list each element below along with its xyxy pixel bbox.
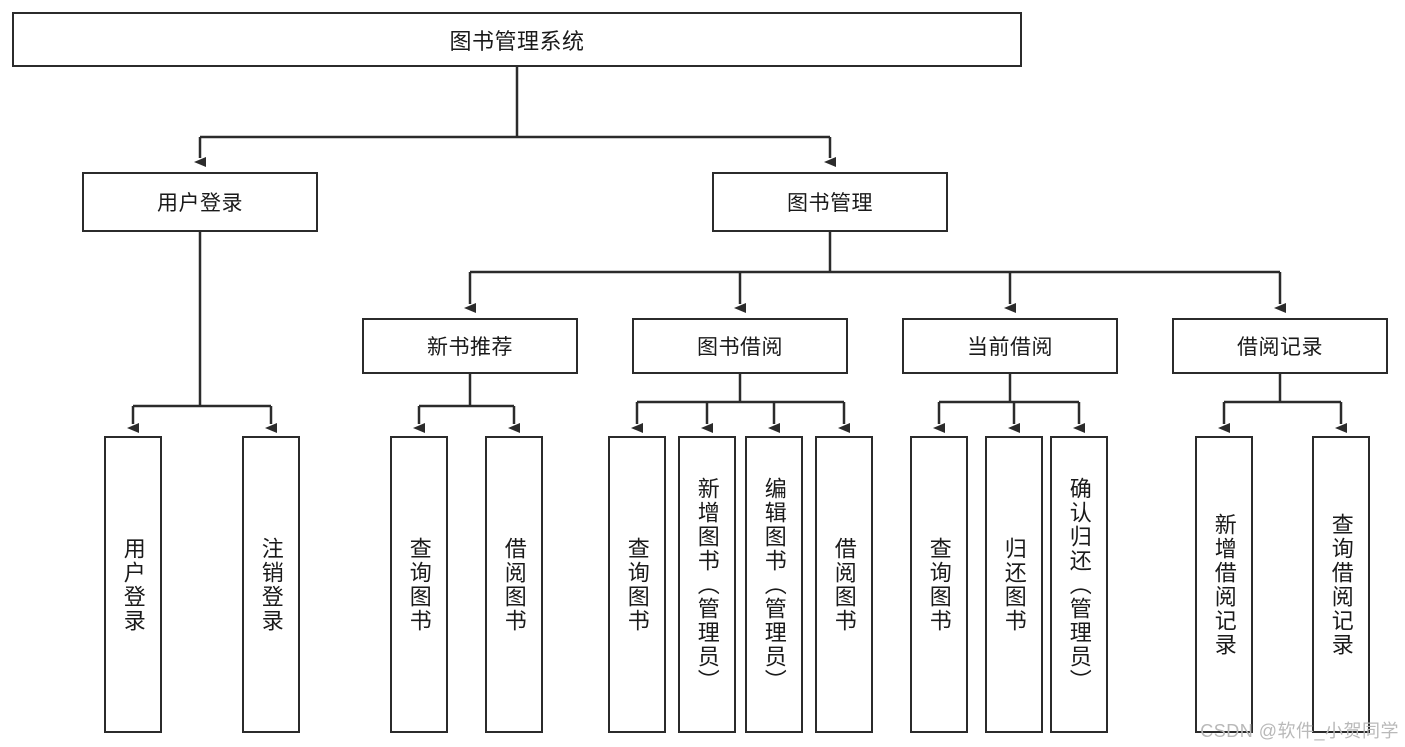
- node-leaf-borrow-book-1[interactable]: 借阅图书: [485, 436, 543, 733]
- node-label: 图书借阅: [697, 336, 783, 359]
- node-user-login[interactable]: 用户登录: [82, 172, 318, 232]
- node-leaf-add-record[interactable]: 新增借阅记录: [1195, 436, 1253, 733]
- node-leaf-user-logout[interactable]: 注销登录: [242, 436, 300, 733]
- node-leaf-confirm-return[interactable]: 确认归还（管理员）: [1050, 436, 1108, 733]
- node-label: 当前借阅: [967, 336, 1053, 359]
- node-borrow-record[interactable]: 借阅记录: [1172, 318, 1388, 374]
- node-label: 查询图书: [926, 536, 952, 633]
- node-label: 确认归还（管理员）: [1066, 476, 1092, 693]
- node-label: 新增图书（管理员）: [694, 476, 720, 693]
- node-leaf-edit-book[interactable]: 编辑图书（管理员）: [745, 436, 803, 733]
- node-book-borrow[interactable]: 图书借阅: [632, 318, 848, 374]
- node-leaf-user-login[interactable]: 用户登录: [104, 436, 162, 733]
- node-label: 归还图书: [1001, 536, 1027, 633]
- node-label: 查询借阅记录: [1328, 512, 1354, 657]
- node-label: 借阅图书: [831, 536, 857, 633]
- node-leaf-add-book[interactable]: 新增图书（管理员）: [678, 436, 736, 733]
- node-leaf-query-book-3[interactable]: 查询图书: [910, 436, 968, 733]
- node-label: 新增借阅记录: [1211, 512, 1237, 657]
- watermark: CSDN @软件_小贺同学: [1200, 721, 1399, 741]
- node-label: 借阅记录: [1237, 336, 1323, 359]
- node-label: 图书管理系统: [449, 28, 585, 54]
- node-label: 新书推荐: [427, 336, 513, 359]
- node-leaf-query-record[interactable]: 查询借阅记录: [1312, 436, 1370, 733]
- node-label: 编辑图书（管理员）: [761, 476, 787, 693]
- node-label: 用户登录: [157, 192, 243, 215]
- node-label: 查询图书: [624, 536, 650, 633]
- node-root[interactable]: 图书管理系统: [12, 12, 1022, 67]
- node-leaf-return-book[interactable]: 归还图书: [985, 436, 1043, 733]
- node-label: 图书管理: [787, 192, 873, 215]
- node-current-borrow[interactable]: 当前借阅: [902, 318, 1118, 374]
- node-new-book-rec[interactable]: 新书推荐: [362, 318, 578, 374]
- node-label: 注销登录: [258, 536, 284, 633]
- node-leaf-query-book-1[interactable]: 查询图书: [390, 436, 448, 733]
- node-leaf-borrow-book-2[interactable]: 借阅图书: [815, 436, 873, 733]
- node-leaf-query-book-2[interactable]: 查询图书: [608, 436, 666, 733]
- node-label: 查询图书: [406, 536, 432, 633]
- node-label: 用户登录: [120, 536, 146, 633]
- node-book-manage[interactable]: 图书管理: [712, 172, 948, 232]
- node-label: 借阅图书: [501, 536, 527, 633]
